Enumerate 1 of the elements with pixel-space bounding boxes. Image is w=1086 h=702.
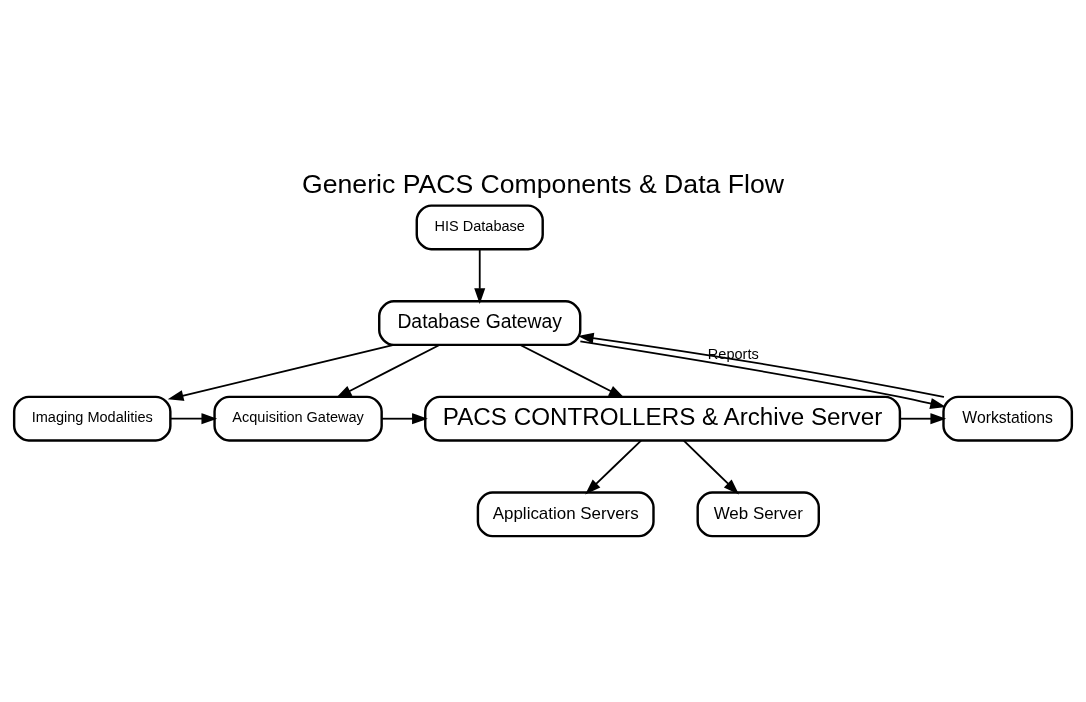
diagram-title: Generic PACS Components & Data Flow	[302, 168, 784, 199]
